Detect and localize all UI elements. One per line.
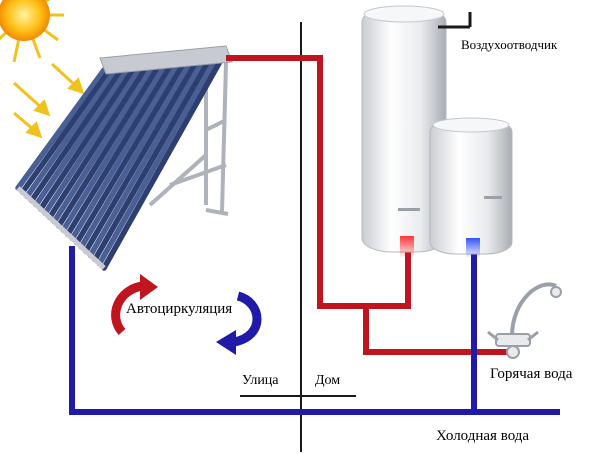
cold-water-pipe — [69, 246, 560, 415]
collector-tube — [37, 64, 138, 212]
hot-water-pipe — [226, 55, 510, 355]
cold-water-label: Холодная вода — [436, 428, 530, 444]
hot-water-pipe-tank — [366, 250, 411, 309]
collector-tube — [92, 56, 213, 263]
solar-collector-icon — [15, 45, 233, 271]
collector-tube — [46, 62, 151, 221]
street-label: Улица — [242, 373, 279, 388]
sunlight-arrows-icon — [13, 62, 85, 139]
air-vent-icon — [438, 12, 472, 29]
collector-tube — [60, 60, 169, 233]
collector-tube — [78, 58, 194, 250]
collector-tube — [69, 59, 182, 242]
collector-tube — [55, 61, 163, 229]
home-label: Дом — [315, 373, 341, 388]
faucet-icon — [487, 282, 562, 359]
hot-water-label: Горячая вода — [490, 366, 573, 382]
air-vent-label: Воздухоотводчик — [461, 37, 558, 52]
collector-tube — [101, 55, 225, 271]
autocirculation-label: Автоциркуляция — [126, 301, 233, 317]
sun-icon — [0, 0, 64, 63]
collector-tube — [51, 62, 157, 225]
collector-tube — [24, 65, 120, 200]
collector-tube — [83, 57, 200, 254]
collector-tube — [74, 59, 188, 246]
collector-tube — [42, 63, 145, 217]
collector-tube — [33, 64, 132, 208]
circulation-arrows-icon — [111, 274, 262, 355]
collector-tube — [28, 65, 126, 204]
water-heater-small-icon — [429, 117, 513, 258]
collector-tube — [65, 60, 176, 238]
collector-tube — [15, 67, 107, 191]
collector-tube — [87, 57, 207, 259]
collector-tube — [19, 66, 113, 195]
collector-tube — [96, 55, 219, 267]
